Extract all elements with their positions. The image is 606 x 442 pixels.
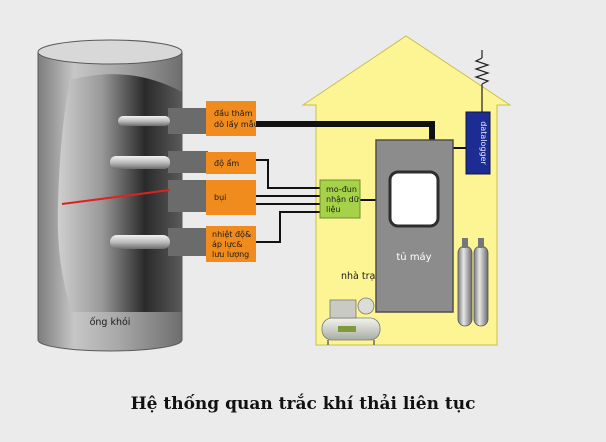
chimney-top [37, 39, 183, 65]
probe-pipe-2 [110, 156, 170, 169]
cabinet-window [388, 170, 440, 228]
sensor-humidity: độ ẩm [206, 152, 256, 174]
probe-pipe-1 [118, 116, 170, 126]
sensor-sampling-probe-line-2: dò lấy mẫu [214, 119, 259, 129]
sensor-temp-pressure-flow: nhiệt độ& áp lực& lưu lượng [206, 226, 256, 262]
probe-mount-4 [168, 228, 208, 256]
probe-mount-3 [168, 180, 208, 212]
module-line-2: nhận dữ [326, 195, 360, 205]
sensor-humidity-line-1: độ ẩm [214, 158, 239, 168]
chimney-label: ống khói [90, 317, 131, 328]
probe-mount-2 [168, 151, 208, 173]
module-line-1: mo-đun [326, 185, 357, 194]
probes [61, 108, 208, 256]
analyzer-cabinet: tủ máy [375, 139, 454, 313]
sensor-tpf-line-1: nhiệt độ& [212, 229, 251, 239]
datalogger: datalogger [465, 111, 491, 175]
chimney-cutaway [57, 74, 182, 312]
module-line-3: liệu [326, 204, 340, 214]
sensor-dust: bụi [206, 180, 256, 215]
sensor-sampling-probe-line-1: đầu thăm [214, 108, 253, 118]
cabinet-label: tủ máy [396, 251, 431, 263]
sensor-dust-line-1: bụi [214, 193, 226, 203]
cables [256, 121, 466, 243]
signal-line-1 [256, 159, 322, 189]
diagram-caption: Hệ thống quan trắc khí thải liên tục [130, 394, 476, 414]
air-compressor-icon [321, 297, 381, 345]
laser-beam [61, 189, 171, 205]
antenna-icon [474, 50, 490, 112]
signal-line-4 [256, 211, 322, 243]
sensor-sampling-probe: đầu thăm dò lấy mẫu [206, 101, 259, 136]
sensor-tpf-line-3: lưu lượng [212, 250, 249, 259]
chimney: ống khói [37, 39, 183, 352]
gas-cylinders-icon [457, 238, 489, 327]
sensor-tpf-line-2: áp lực& [212, 240, 242, 250]
probe-pipe-4 [110, 235, 170, 249]
sample-line [256, 121, 435, 140]
station-label: nhà trạm [341, 271, 385, 282]
probe-mount-1 [168, 108, 208, 134]
datalogger-label: datalogger [479, 121, 488, 165]
data-module: mo-đun nhận dữ liệu [319, 179, 361, 219]
